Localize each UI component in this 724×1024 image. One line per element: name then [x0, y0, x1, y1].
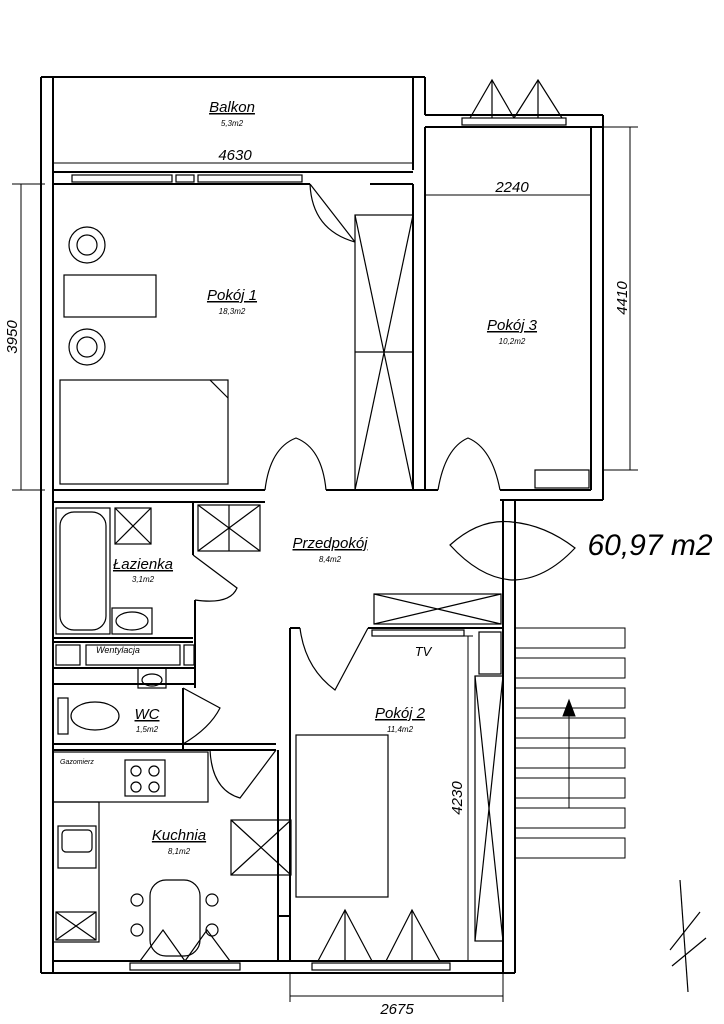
- dimension-pokoj2-height: 4230: [449, 781, 466, 815]
- dimension-pokoj2-width: 2675: [379, 1001, 414, 1018]
- toilet-bowl: [70, 701, 120, 731]
- north-arrow-icon: [669, 879, 707, 993]
- total-area: 60,97 m2: [587, 529, 712, 562]
- stove: [124, 759, 166, 797]
- wardrobes: [197, 214, 590, 942]
- coffee-table: [63, 274, 157, 318]
- dimension-lines: [12, 126, 638, 1002]
- room-name-pokoj2: Pokój 2: [375, 705, 426, 722]
- room-area-pokoj2: 11,4m2: [387, 725, 414, 734]
- pokoj3-window: [461, 78, 567, 126]
- balcony-window: [71, 174, 303, 183]
- pokoj2-window: [311, 908, 451, 971]
- doors: [182, 183, 576, 799]
- kitchen-window: [129, 928, 241, 971]
- room-area-balkon: 5,3m2: [221, 119, 244, 128]
- kitchen-counter-top: [52, 751, 209, 803]
- room-name-kuchnia: Kuchnia: [152, 827, 206, 844]
- tv-stand: [371, 629, 465, 637]
- label-gazomierz: Gazomierz: [60, 759, 94, 766]
- bathroom-sink: [111, 607, 153, 635]
- dimension-pokoj1-height: 3950: [4, 320, 21, 354]
- dining-table: [149, 879, 201, 957]
- room-area-kuchnia: 8,1m2: [168, 847, 191, 856]
- labels: Balkon 5,3m2 Pokój 1 18,3m2 Pokój 3 10,2…: [4, 99, 713, 1018]
- room-area-pokoj3: 10,2m2: [499, 337, 526, 346]
- stair-direction-arrow: [562, 698, 576, 717]
- walls: [40, 76, 604, 974]
- room-area-pokoj1: 18,3m2: [219, 307, 246, 316]
- kitchen-sink: [57, 825, 97, 869]
- toilet-tank: [57, 697, 69, 735]
- room-name-wc: WC: [135, 706, 160, 723]
- armchair-bottom: [68, 328, 106, 366]
- room-name-pokoj3: Pokój 3: [487, 317, 538, 334]
- dimension-balkon-width: 4630: [218, 147, 252, 164]
- staircase: [514, 627, 626, 859]
- bed-pokoj1: [59, 379, 229, 485]
- room-name-lazienka: Łazienka: [113, 556, 173, 573]
- dimension-pokoj3-height: 4410: [614, 281, 631, 315]
- dimension-pokoj3-width: 2240: [494, 179, 529, 196]
- label-tv: TV: [415, 644, 433, 659]
- room-name-przedpokoj: Przedpokój: [292, 535, 368, 552]
- kitchen-counter-side: [52, 801, 100, 943]
- bed-pokoj2: [295, 734, 389, 898]
- room-name-balkon: Balkon: [209, 99, 255, 116]
- furniture: [52, 226, 465, 957]
- room-area-przedpokoj: 8,4m2: [319, 555, 342, 564]
- room-area-wc: 1,5m2: [136, 725, 159, 734]
- armchair-top: [68, 226, 106, 264]
- label-wentylacja: Wentylacja: [96, 645, 140, 655]
- room-area-lazienka: 3,1m2: [132, 575, 155, 584]
- bathtub: [55, 507, 111, 635]
- room-name-pokoj1: Pokój 1: [207, 287, 257, 304]
